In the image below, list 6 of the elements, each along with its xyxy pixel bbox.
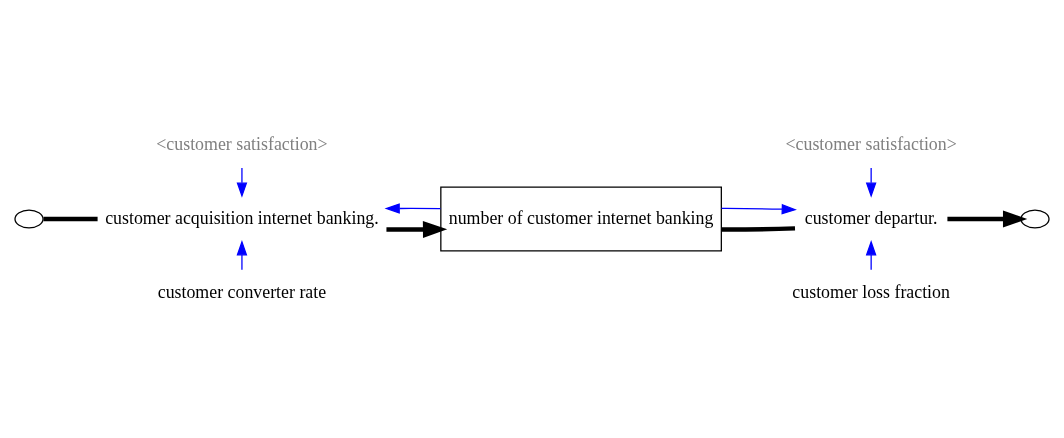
- node-text: <customer satisfaction>: [156, 133, 328, 154]
- node-text: customer departur.: [804, 207, 938, 228]
- node-text: customer converter rate: [157, 281, 327, 302]
- node-text: customer loss fraction: [792, 281, 950, 302]
- node-text: <customer satisfaction>: [785, 133, 957, 154]
- node-text: customer acquisition internet banking.: [105, 207, 379, 228]
